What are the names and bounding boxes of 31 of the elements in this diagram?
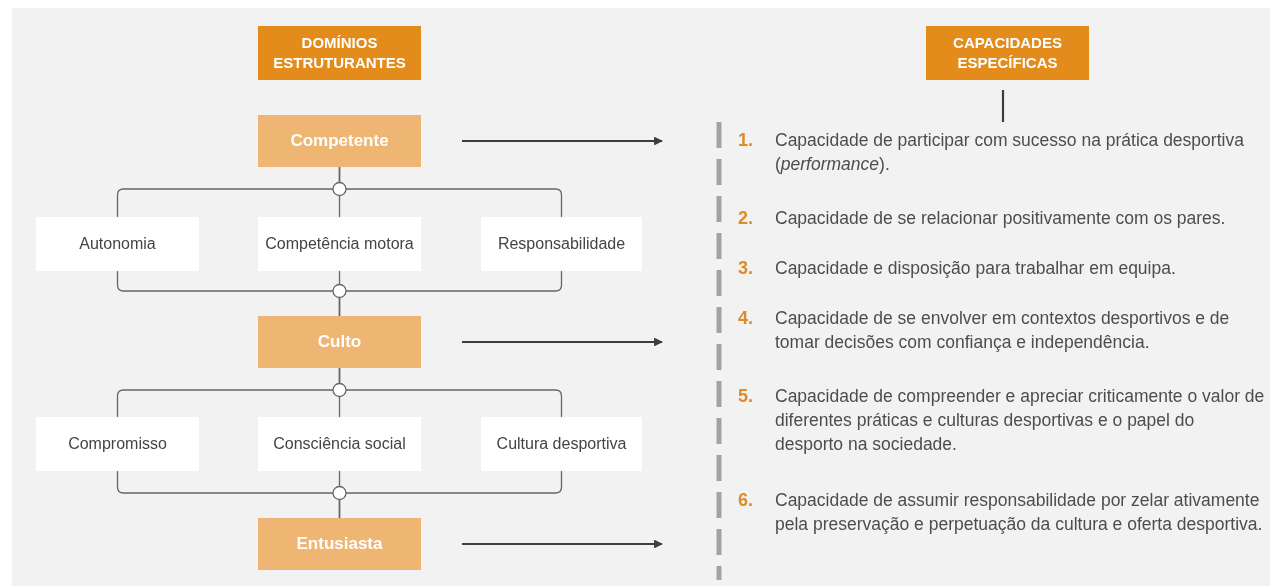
capacity-text: Capacidade de participar com sucesso na prática desportiva (performance). bbox=[775, 129, 1245, 176]
header-box: CAPACIDADES ESPECÍFICAS bbox=[926, 26, 1089, 80]
capacity-text: Capacidade de compreender e apreciar criticamente o valor de diferentes práticas e culturas desportivas e o papel do desporto na sociedade. bbox=[775, 385, 1266, 456]
component-box: Cultura desportiva bbox=[481, 417, 642, 471]
item-number: 4. bbox=[738, 307, 753, 330]
capacity-text: Capacidade de se envolver em contextos desportivos e de tomar decisões com confiança e independência. bbox=[775, 307, 1231, 354]
arrow bbox=[462, 337, 663, 347]
capacity-text: Capacidade de se relacionar positivamente com os pares. bbox=[775, 207, 1227, 230]
connector-line bbox=[338, 367, 563, 418]
item-number: 6. bbox=[738, 489, 753, 512]
header-box: DOMÍNIOS ESTRUTURANTES bbox=[258, 26, 421, 80]
component-box: Responsabilidade bbox=[481, 217, 642, 271]
component-box: Competência motora bbox=[258, 217, 421, 271]
arrow bbox=[462, 136, 663, 146]
component-box: Autonomia bbox=[36, 217, 199, 271]
domain-box: Competente bbox=[258, 115, 421, 167]
capacity-text: Capacidade de assumir responsabilidade por zelar ativamente pela preservação e perpetuação da cultura e oferta desportiva. bbox=[775, 489, 1264, 536]
connector-line bbox=[1001, 90, 1005, 122]
connector-line bbox=[338, 470, 563, 519]
item-number: 3. bbox=[738, 257, 753, 280]
component-box: Compromisso bbox=[36, 417, 199, 471]
capacity-text: Capacidade e disposição para trabalhar em equipa. bbox=[775, 257, 1177, 280]
domain-box: Culto bbox=[258, 316, 421, 368]
domain-box: Entusiasta bbox=[258, 518, 421, 570]
connector-line bbox=[338, 270, 563, 317]
component-box: Consciência social bbox=[258, 417, 421, 471]
item-number: 1. bbox=[738, 129, 753, 152]
item-number: 2. bbox=[738, 207, 753, 230]
arrow bbox=[462, 539, 663, 549]
connector-line bbox=[338, 166, 563, 218]
item-number: 5. bbox=[738, 385, 753, 408]
